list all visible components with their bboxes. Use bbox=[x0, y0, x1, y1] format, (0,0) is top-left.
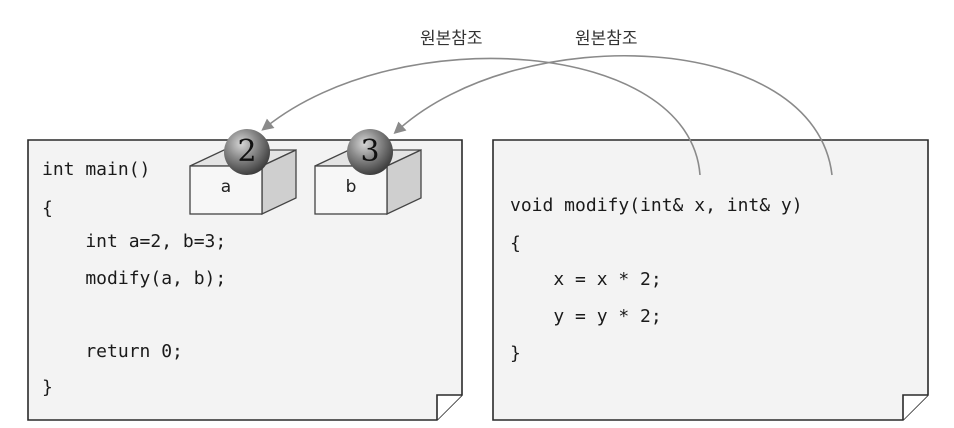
value-ball-b bbox=[347, 129, 393, 175]
main-panel-fold bbox=[436, 394, 462, 420]
ball-value-a: 2 bbox=[237, 134, 257, 169]
main-code-line: int a=2, b=3; bbox=[42, 231, 227, 252]
modify-code-line: void modify(int& x, int& y) bbox=[510, 195, 803, 216]
arrow-label-y: 원본참조 bbox=[575, 29, 638, 49]
ball-value-b: 3 bbox=[360, 134, 380, 169]
modify-code-line: y = y * 2; bbox=[510, 306, 662, 327]
main-code-line: return 0; bbox=[42, 341, 183, 362]
modify-code-line: } bbox=[510, 343, 521, 364]
main-code-line: int main() bbox=[42, 159, 151, 180]
main-code-line: { bbox=[42, 198, 53, 219]
modify-code-line: x = x * 2; bbox=[510, 269, 662, 290]
reference-arrow-y bbox=[393, 54, 833, 176]
reference-arrow-x bbox=[261, 57, 701, 176]
modify-panel-fold bbox=[902, 394, 928, 420]
value-ball-a bbox=[224, 129, 270, 175]
main-code-line: modify(a, b); bbox=[42, 268, 227, 289]
arrow-label-x: 원본참조 bbox=[420, 29, 483, 49]
box-label-a: a bbox=[220, 177, 232, 197]
variable-box-b bbox=[314, 148, 422, 216]
box-label-b: b bbox=[345, 177, 357, 197]
modify-code-line: { bbox=[510, 233, 521, 254]
main-code-line: } bbox=[42, 377, 53, 398]
